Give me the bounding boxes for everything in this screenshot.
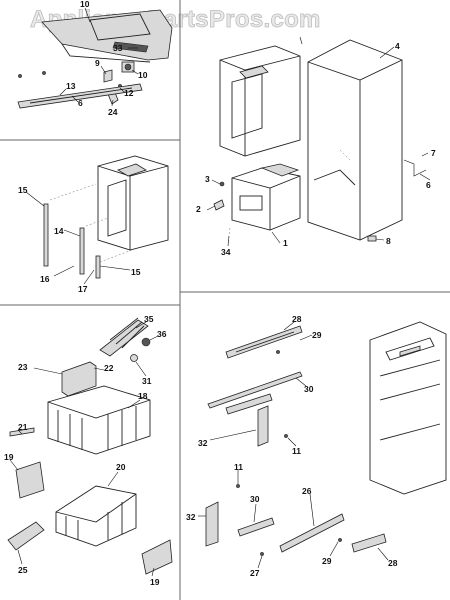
- screw-part: [236, 484, 240, 488]
- callout-27: 27: [250, 568, 260, 578]
- nut-part: [130, 354, 138, 362]
- shelf-rail-part: [95, 255, 101, 279]
- callout-13: 13: [66, 81, 76, 91]
- callout-29: 29: [312, 330, 322, 340]
- shelf-rail-part: [79, 227, 85, 275]
- callout-1: 1: [283, 238, 288, 248]
- wire-harness-part: [403, 159, 427, 177]
- panel-cabinet-liner: 4 7 6 3 2 34 1 8: [196, 36, 436, 257]
- ice-tray-part: [99, 317, 149, 357]
- screw-part: [284, 434, 288, 438]
- inner-liner-part: [219, 45, 301, 157]
- callout-25: 25: [18, 565, 28, 575]
- inner-liner-part: [97, 155, 169, 251]
- divider-part: [7, 521, 45, 551]
- clip-part: [213, 199, 225, 211]
- callout-11: 11: [292, 446, 301, 456]
- callout-4: 4: [395, 41, 400, 51]
- gear-part: [141, 337, 151, 347]
- mounting-bracket-part: [257, 405, 269, 447]
- upper-basket-part: [47, 385, 151, 455]
- callout-30: 30: [304, 384, 314, 394]
- callout-35: 35: [144, 314, 154, 324]
- callout-14: 14: [54, 226, 64, 236]
- shelf-rail-part: [43, 203, 49, 267]
- callout-8: 8: [386, 236, 391, 246]
- divider-part: [61, 361, 97, 397]
- callout-34: 34: [221, 247, 231, 257]
- shelf-trim-part: [17, 83, 143, 109]
- panel-freezer-baskets: 35 36 23 22 31 18 21 19 20 25 19: [4, 314, 173, 587]
- callout-36: 36: [157, 329, 167, 339]
- callout-17: 17: [78, 284, 88, 294]
- callout-11: 11: [234, 462, 243, 472]
- callout-24: 24: [108, 107, 118, 117]
- slide-rail-part: [351, 533, 387, 553]
- freezer-liner-part: [369, 321, 447, 495]
- mounting-bracket-part: [205, 501, 219, 547]
- slide-bracket-part: [237, 517, 275, 537]
- callout-19: 19: [150, 577, 160, 587]
- callout-9: 9: [95, 58, 100, 68]
- callout-26: 26: [302, 486, 312, 496]
- callout-10: 10: [80, 0, 90, 9]
- grommet-part: [367, 235, 377, 242]
- control-housing-part: [41, 9, 173, 63]
- panel-liner-rails: 15 14 16 17 15: [18, 155, 169, 294]
- callout-15: 15: [18, 185, 28, 195]
- callout-2: 2: [196, 204, 201, 214]
- callout-7: 7: [431, 148, 436, 158]
- callout-16: 16: [40, 274, 50, 284]
- callout-18: 18: [138, 391, 148, 401]
- callout-32: 32: [198, 438, 208, 448]
- slide-rail-part: [207, 371, 303, 409]
- screw-part: [338, 538, 342, 542]
- divider-part: [141, 539, 173, 575]
- callout-28: 28: [292, 314, 302, 324]
- callout-10: 10: [138, 70, 148, 80]
- handle-part: [9, 427, 35, 437]
- callout-30: 30: [250, 494, 260, 504]
- callout-19: 19: [4, 452, 14, 462]
- screw-part: [260, 552, 264, 556]
- callout-32: 32: [186, 512, 196, 522]
- cabinet-shell-part: [307, 39, 403, 241]
- panel-control-housing: 10 33 9 10 12 13 6 24: [17, 0, 173, 117]
- bracket-part: [103, 69, 113, 83]
- screw-part: [42, 71, 46, 75]
- callout-3: 3: [205, 174, 210, 184]
- thermostat-knob-part: [121, 61, 135, 73]
- callout-20: 20: [116, 462, 126, 472]
- callout-22: 22: [104, 363, 114, 373]
- callout-6: 6: [78, 98, 83, 108]
- slide-rail-part: [279, 513, 345, 553]
- callout-29: 29: [322, 556, 332, 566]
- callout-31: 31: [142, 376, 152, 386]
- callout-33: 33: [113, 43, 123, 53]
- lower-basket-part: [55, 485, 137, 547]
- screw-part: [18, 74, 22, 78]
- callout-23: 23: [18, 362, 28, 372]
- callout-21: 21: [18, 422, 28, 432]
- screw-part: [219, 181, 225, 187]
- callout-6: 6: [426, 180, 431, 190]
- callout-28: 28: [388, 558, 398, 568]
- panel-drawer-slides: 28 29 30 32 11 11 32 30 26 27 29 28: [186, 314, 447, 578]
- divider-part: [15, 461, 45, 499]
- slide-bracket-part: [225, 393, 273, 415]
- callout-15: 15: [131, 267, 141, 277]
- screw-part: [276, 350, 280, 354]
- callout-12: 12: [124, 88, 134, 98]
- ice-bucket-part: [231, 163, 301, 231]
